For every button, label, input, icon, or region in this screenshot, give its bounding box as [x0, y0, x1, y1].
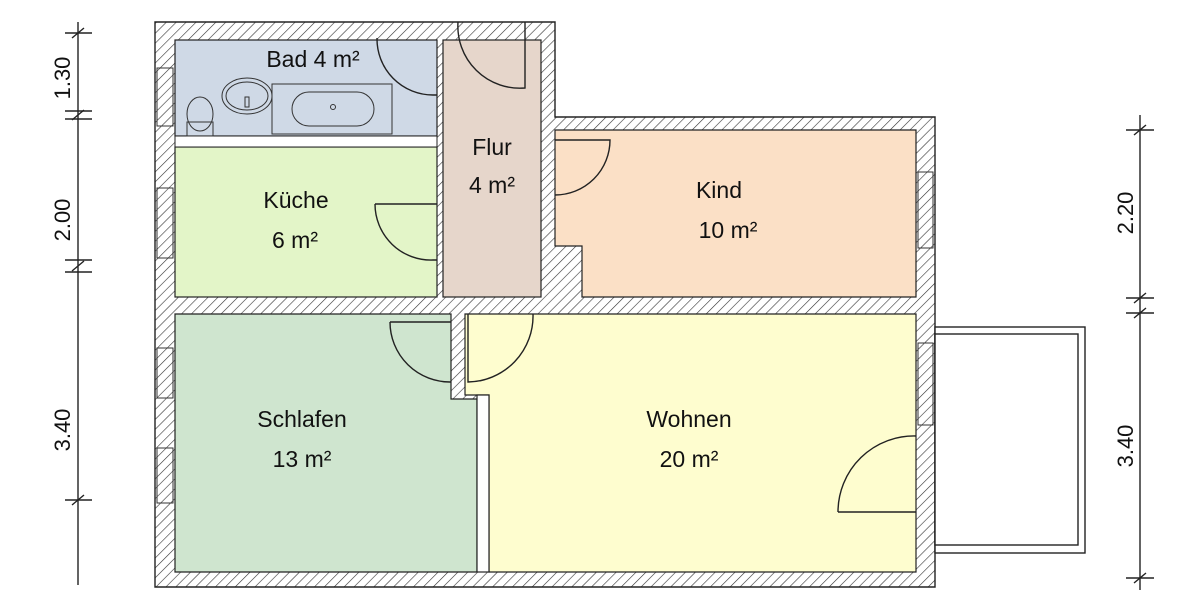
door-swings — [374, 21, 917, 513]
interior-wall — [476, 394, 490, 573]
room-bad[interactable] — [174, 39, 438, 137]
bathtub-icon — [271, 83, 393, 135]
label-kueche-area: 6 m² — [272, 227, 318, 253]
balcony — [934, 326, 1086, 554]
room-flur[interactable] — [442, 39, 542, 298]
windows — [156, 67, 934, 504]
dim-right-1: 2.20 — [1113, 192, 1138, 235]
label-schlafen-area: 13 m² — [273, 446, 332, 472]
label-schlafen-name: Schlafen — [257, 406, 347, 432]
toilet-icon — [186, 96, 214, 137]
room-kind[interactable] — [554, 129, 917, 298]
room-kueche[interactable] — [174, 146, 438, 298]
dim-left-2: 2.00 — [50, 199, 75, 242]
label-kind-name: Kind — [696, 177, 742, 203]
room-schlafen[interactable] — [174, 313, 478, 573]
label-wohnen-name: Wohnen — [646, 406, 731, 432]
label-bad: Bad 4 m² — [266, 46, 360, 72]
dim-right-2: 3.40 — [1113, 425, 1138, 468]
bath-wall-strip — [174, 135, 438, 148]
label-kind-area: 10 m² — [699, 217, 758, 243]
label-wohnen-area: 20 m² — [660, 446, 719, 472]
dim-left-3: 3.40 — [50, 409, 75, 452]
sink-icon — [221, 77, 273, 115]
dimension-chain-right — [1126, 115, 1154, 590]
dimension-chain-left — [65, 22, 92, 585]
label-flur-name: Flur — [472, 134, 512, 160]
label-kueche-name: Küche — [263, 187, 328, 213]
dim-left-1: 1.30 — [50, 57, 75, 100]
room-wohnen[interactable] — [464, 313, 917, 573]
label-flur-area: 4 m² — [469, 172, 515, 198]
